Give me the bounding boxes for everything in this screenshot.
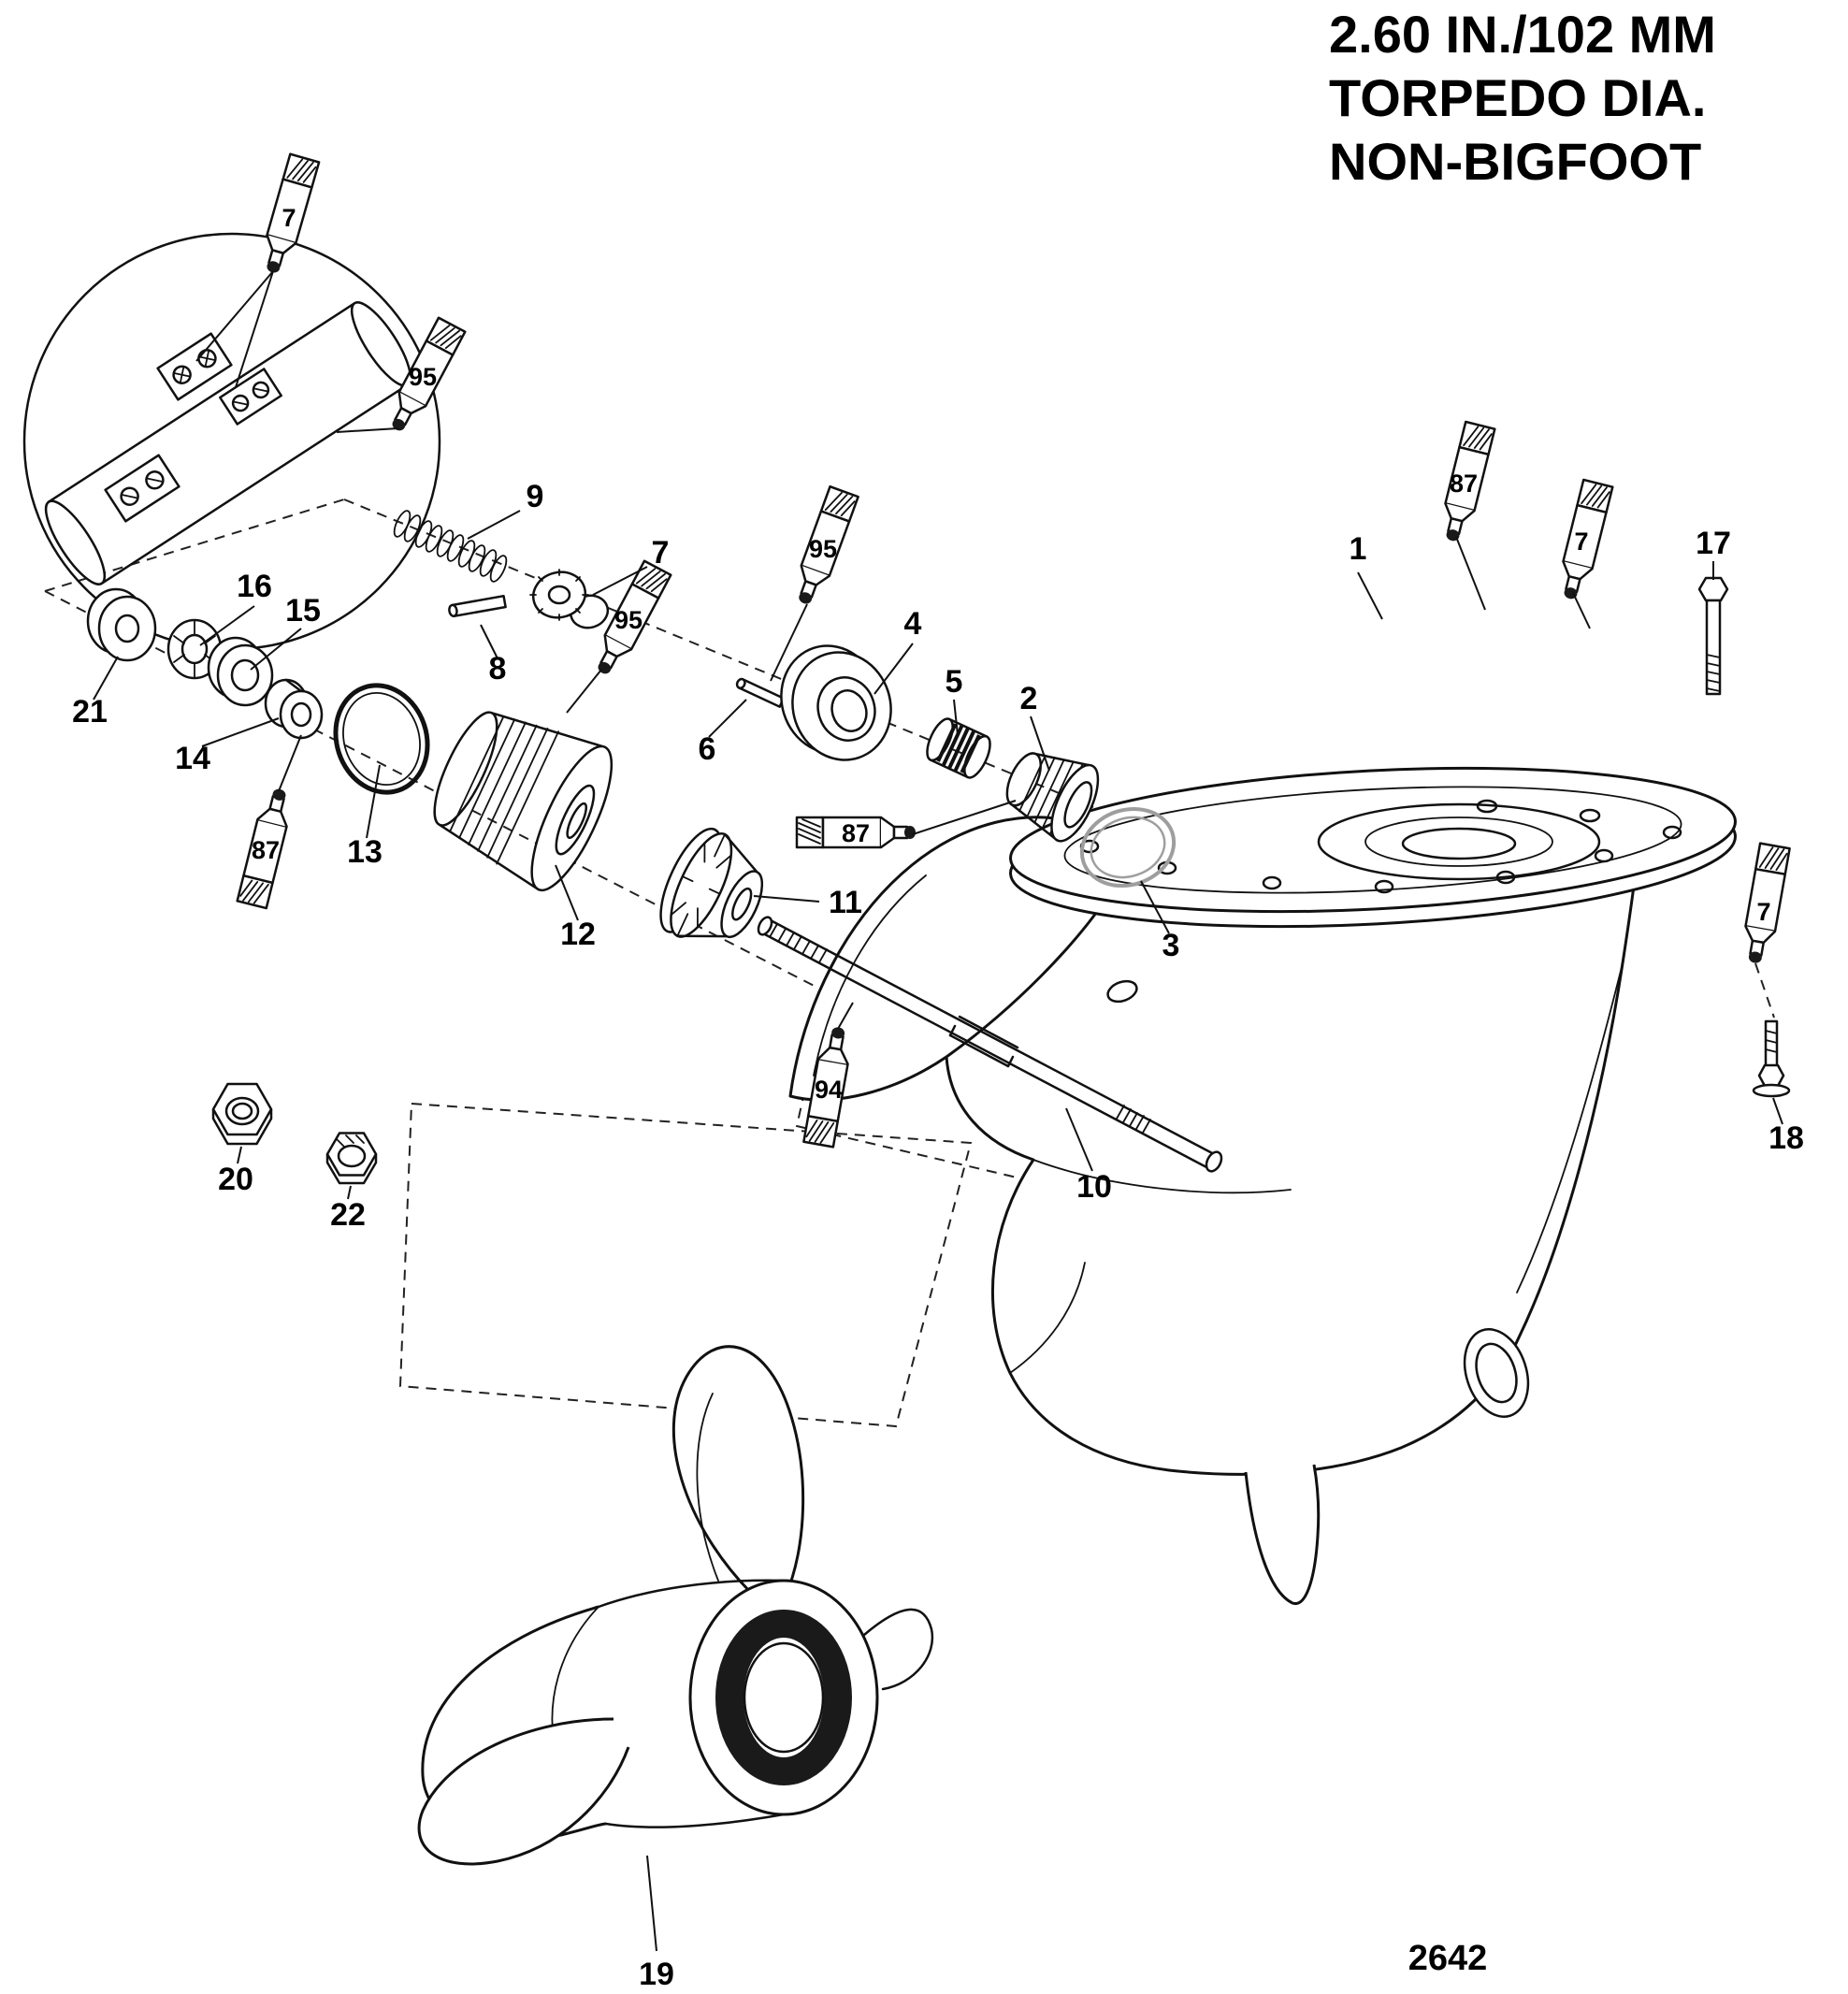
part-1-gear-housing [788,766,1737,1605]
part-14-sleeve [264,678,324,740]
leader-c1 [1357,571,1383,620]
leader-c2 [1030,715,1050,772]
part-5-roller-bearing [926,717,991,779]
callout-19: 19 [639,1957,674,1992]
part-21-washer [86,587,157,662]
part-20-nut [211,1082,273,1146]
callout-18: 18 [1769,1120,1804,1156]
part-2-tapered-bearing [1005,752,1100,843]
leader-tube7-right [1572,592,1591,629]
tube-label-87-mid: 87 [842,819,870,847]
callout-21: 21 [72,694,108,730]
part-10-propeller-shaft [757,916,1223,1173]
tube-labels: 7 95 95 95 87 7 87 87 94 7 [252,204,1771,1104]
part-11-gear [659,827,764,939]
part-19-propeller [417,1345,934,1866]
leader-tube94 [837,1002,854,1030]
tube-label-7-far-right: 7 [1756,898,1770,926]
leader-c10 [1065,1107,1093,1172]
tube-label-95-top: 95 [409,363,437,391]
figure-number: 2642 [1408,1939,1488,1978]
leader-c20 [237,1146,242,1164]
callout-20: 20 [218,1162,253,1197]
callout-13: 13 [347,834,383,870]
callout-14: 14 [175,741,210,776]
part-18-bolt [1752,1019,1791,1098]
leader-tube87-left [278,734,302,792]
tube-label-95-right: 95 [809,535,837,563]
leader-c19 [646,1855,657,1952]
tube-label-95-mid: 95 [614,606,642,634]
callout-17: 17 [1696,526,1731,561]
leader-c12 [555,864,579,921]
title-line-2: TORPEDO DIA. [1329,68,1706,127]
part-22-locknut [325,1132,378,1185]
leader-c6 [708,699,747,738]
callout-3: 3 [1162,928,1180,963]
leader-tube95-mid [566,669,602,714]
leader-c9 [467,510,521,540]
tube-label-7-top: 7 [282,204,296,232]
callout-6: 6 [699,731,716,767]
title-line-3: NON-BIGFOOT [1329,132,1701,191]
leader-c21 [93,656,119,701]
housing-flange [1009,766,1737,914]
leader-c16 [199,605,255,646]
callout-5: 5 [946,664,963,700]
leader-tube7-top-a [195,270,274,362]
shaft-clamp-a [156,332,233,401]
part-17-bolt [1697,576,1729,696]
leader-tube87-right [1455,536,1486,611]
part-4-carrier-head [780,644,892,761]
shaft-clamp-b [219,368,282,426]
title-line-1: 2.60 IN./102 MM [1329,5,1716,64]
callout-22: 22 [330,1197,366,1233]
leader-c5 [953,699,959,736]
leader-tube7-top-b [235,270,274,388]
leader-c14 [201,717,280,747]
callout-4: 4 [904,606,922,642]
leader-c13 [366,764,381,839]
part-12-bearing-carrier [433,711,614,892]
skeg [1244,1464,1321,1605]
inset-detail-circle [22,232,441,651]
leader-tube95-right [770,603,808,682]
callout-9: 9 [527,479,544,514]
leader-c4 [873,643,914,695]
callout-numbers: 1 2 3 4 5 6 7 8 9 10 11 12 13 14 15 16 1… [72,479,1804,1992]
leader-c11 [753,895,820,903]
callout-1: 1 [1350,531,1367,567]
leader-lines [93,270,1783,1952]
part-3-race-ring [1079,806,1177,889]
callout-11: 11 [829,885,862,920]
leader-c22 [347,1185,352,1200]
leader-c15 [250,628,302,671]
leader-c3 [1140,880,1170,934]
leader-tube95-top [336,427,399,433]
part-9-spring [393,510,508,583]
leader-c8 [480,624,498,659]
part-8-pin [448,594,507,618]
callout-10: 10 [1076,1169,1112,1205]
exploded-parts [86,510,1791,1866]
leader-c18 [1772,1097,1783,1125]
part-7-clutch [529,569,610,629]
tube-label-87-left: 87 [252,836,280,864]
leader-tube87-mid [912,800,1017,835]
callout-2: 2 [1020,681,1038,716]
callout-12: 12 [560,917,596,952]
part-13-o-ring [333,683,430,795]
tube-label-87-right: 87 [1450,470,1478,498]
callout-7: 7 [652,535,670,571]
leader-c7 [592,566,648,596]
tube-label-7-right: 7 [1574,527,1588,556]
callout-16: 16 [237,569,272,604]
tube-label-94: 94 [815,1076,843,1104]
shaft-clamp-c [104,454,180,523]
callout-15: 15 [285,593,321,629]
title-block: 2.60 IN./102 MM TORPEDO DIA. NON-BIGFOOT [1329,5,1716,191]
callout-8: 8 [489,651,507,686]
